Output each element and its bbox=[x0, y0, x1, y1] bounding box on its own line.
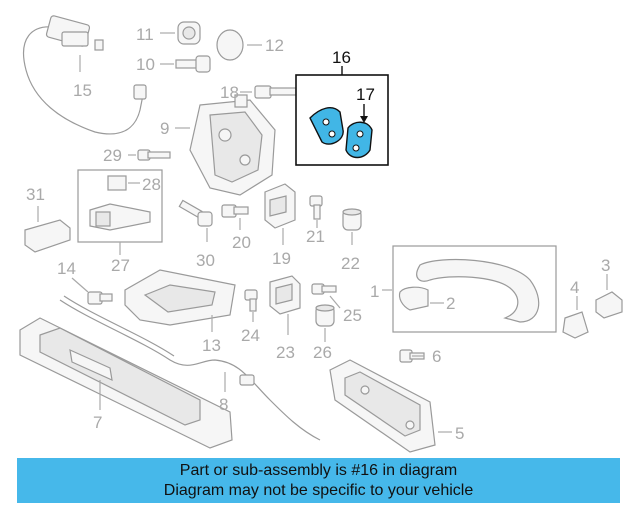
part-12-plug bbox=[216, 29, 262, 61]
part-6-screw bbox=[399, 349, 425, 363]
callout-12: 12 bbox=[265, 36, 284, 55]
callout-6: 6 bbox=[432, 347, 441, 366]
callout-7: 7 bbox=[93, 413, 102, 432]
callout-24: 24 bbox=[241, 326, 260, 345]
callout-4: 4 bbox=[570, 278, 579, 297]
callout-2: 2 bbox=[446, 294, 455, 313]
part-25-screw bbox=[311, 283, 341, 309]
callout-23: 23 bbox=[276, 343, 295, 362]
part-4-gasket bbox=[562, 296, 589, 339]
callout-19: 19 bbox=[272, 249, 291, 268]
part-9-latch bbox=[175, 94, 276, 196]
callout-30: 30 bbox=[196, 251, 215, 270]
callout-31: 31 bbox=[26, 185, 45, 204]
banner-line-2: Diagram may not be specific to your vehi… bbox=[163, 482, 474, 499]
part-31-bracket bbox=[24, 206, 71, 253]
info-banner: Part or sub-assembly is #16 in diagram D… bbox=[17, 458, 620, 503]
part-23-striker bbox=[269, 275, 301, 335]
part-26-cap bbox=[315, 304, 335, 342]
parts-diagram: 16 17 11 12 10 15 18 9 29 28 31 20 21 19… bbox=[19, 15, 623, 453]
callout-15: 15 bbox=[73, 81, 92, 100]
part-29-screw bbox=[128, 149, 171, 161]
part-19-striker bbox=[264, 183, 296, 245]
part-3-cap bbox=[595, 274, 623, 319]
part-1-outer-handle-group bbox=[382, 245, 557, 333]
callout-14: 14 bbox=[57, 259, 76, 278]
callout-29: 29 bbox=[103, 146, 122, 165]
part-7-inner-handle-panel bbox=[19, 317, 233, 449]
callout-28: 28 bbox=[142, 175, 161, 194]
part-21-screw bbox=[309, 195, 323, 228]
part-22-cap bbox=[342, 208, 362, 245]
part-17-cap bbox=[345, 121, 373, 159]
part-10-bolt bbox=[160, 55, 211, 73]
part-14-bolt bbox=[71, 277, 113, 305]
callout-27: 27 bbox=[111, 256, 130, 275]
part-24-bolt bbox=[244, 289, 258, 322]
part-11-bushing bbox=[160, 21, 201, 45]
part-16-highlight-group bbox=[295, 66, 389, 166]
part-8-cable bbox=[59, 295, 321, 441]
callout-16: 16 bbox=[332, 48, 351, 67]
callout-17: 17 bbox=[356, 85, 375, 104]
part-5-handle-bracket bbox=[329, 359, 452, 453]
callout-20: 20 bbox=[232, 233, 251, 252]
part-13-bracket bbox=[124, 269, 236, 332]
callout-21: 21 bbox=[306, 227, 325, 246]
callout-9: 9 bbox=[160, 119, 169, 138]
callout-11: 11 bbox=[136, 25, 154, 44]
callout-18: 18 bbox=[220, 83, 239, 102]
callout-25: 25 bbox=[343, 306, 362, 325]
callout-5: 5 bbox=[455, 424, 464, 443]
part-30-bolt bbox=[178, 199, 213, 242]
callout-13: 13 bbox=[202, 336, 221, 355]
callout-26: 26 bbox=[313, 343, 332, 362]
banner-line-1: Part or sub-assembly is #16 in diagram bbox=[179, 462, 458, 479]
callout-3: 3 bbox=[601, 256, 610, 275]
part-18-bolt bbox=[240, 85, 297, 99]
part-27-group bbox=[77, 169, 163, 255]
callout-8: 8 bbox=[219, 395, 228, 414]
part-15-cable bbox=[22, 15, 147, 135]
callout-1: 1 bbox=[370, 282, 379, 301]
part-20-bolt bbox=[221, 204, 249, 230]
callout-22: 22 bbox=[341, 254, 360, 273]
callout-10: 10 bbox=[136, 55, 155, 74]
